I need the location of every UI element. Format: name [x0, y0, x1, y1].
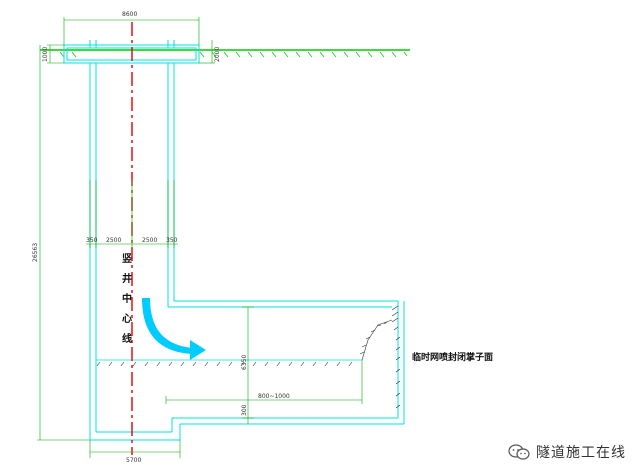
watermark-text: 隧道施工在线 [536, 445, 626, 461]
dim-passage-height: 6350 [241, 355, 248, 370]
dim-top-left-depth: 1000 [42, 47, 49, 62]
dim-total-depth: 26563 [32, 243, 39, 262]
center-label-char-3: 中 [122, 292, 132, 305]
passage-outline [96, 300, 405, 425]
center-label-char-1: 竖 [122, 252, 132, 265]
watermark: 隧道施工在线 [508, 442, 626, 462]
direction-arrow [142, 298, 206, 360]
dim-floor-range: 800~1000 [258, 393, 290, 400]
dim-wall-left: 350 [86, 237, 98, 244]
center-label-char-4: 心 [122, 313, 132, 325]
center-label-char-2: 井 [122, 272, 132, 285]
face-hatching [96, 305, 401, 409]
dim-wall-right: 350 [166, 237, 178, 244]
wechat-icon [508, 444, 530, 460]
dimension-lines [37, 17, 363, 458]
dim-floor-thickness: 300 [241, 404, 248, 416]
dim-top-right-depth: 2000 [214, 47, 221, 62]
face-seal-label: 临时网喷封闭掌子面 [412, 351, 493, 363]
center-label-char-5: 线 [122, 332, 132, 345]
shaft-center-label: 竖 井 中 心 线 [122, 252, 132, 345]
shaft-walls [89, 63, 181, 441]
dim-bottom-width: 5700 [126, 457, 141, 464]
dim-half-right: 2500 [142, 237, 157, 244]
dim-half-left: 2500 [106, 237, 121, 244]
ground-surface [40, 49, 410, 58]
dim-top-width: 8600 [122, 11, 137, 18]
